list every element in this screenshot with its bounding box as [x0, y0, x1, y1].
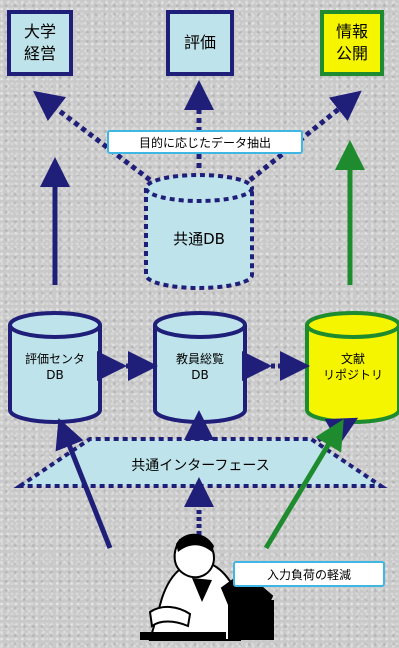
arrow-db-to-management [33, 90, 152, 182]
user-figure [140, 533, 274, 641]
eval-center-db-cylinder [8, 311, 102, 424]
common-db-cylinder [144, 173, 254, 290]
common-db-label: 共通DB [173, 229, 225, 248]
repository-db-label: 文献 リポジトリ [322, 351, 383, 382]
box-evaluation [166, 10, 234, 76]
common-interface-shape [13, 437, 388, 488]
box-management-label: 大学 経営 [23, 22, 56, 63]
box-disclosure [320, 10, 384, 76]
eval-center-db-label: 評価センタ DB [24, 351, 85, 382]
box-evaluation-label: 評価 [183, 33, 216, 53]
purpose-callout: 目的に応じたデータ抽出 [107, 130, 303, 154]
input-burden-callout: 入力負荷の軽減 [233, 561, 385, 587]
arrow-user-to-eval-center [55, 418, 113, 549]
box-disclosure-label: 情報 公開 [335, 22, 368, 63]
common-interface-label: 共通インターフェース [131, 457, 270, 474]
repository-db-cylinder [305, 311, 399, 424]
box-management [7, 10, 73, 76]
faculty-list-db-label: 教員総覧 DB [175, 351, 224, 382]
arrow-user-to-repository [263, 419, 344, 550]
